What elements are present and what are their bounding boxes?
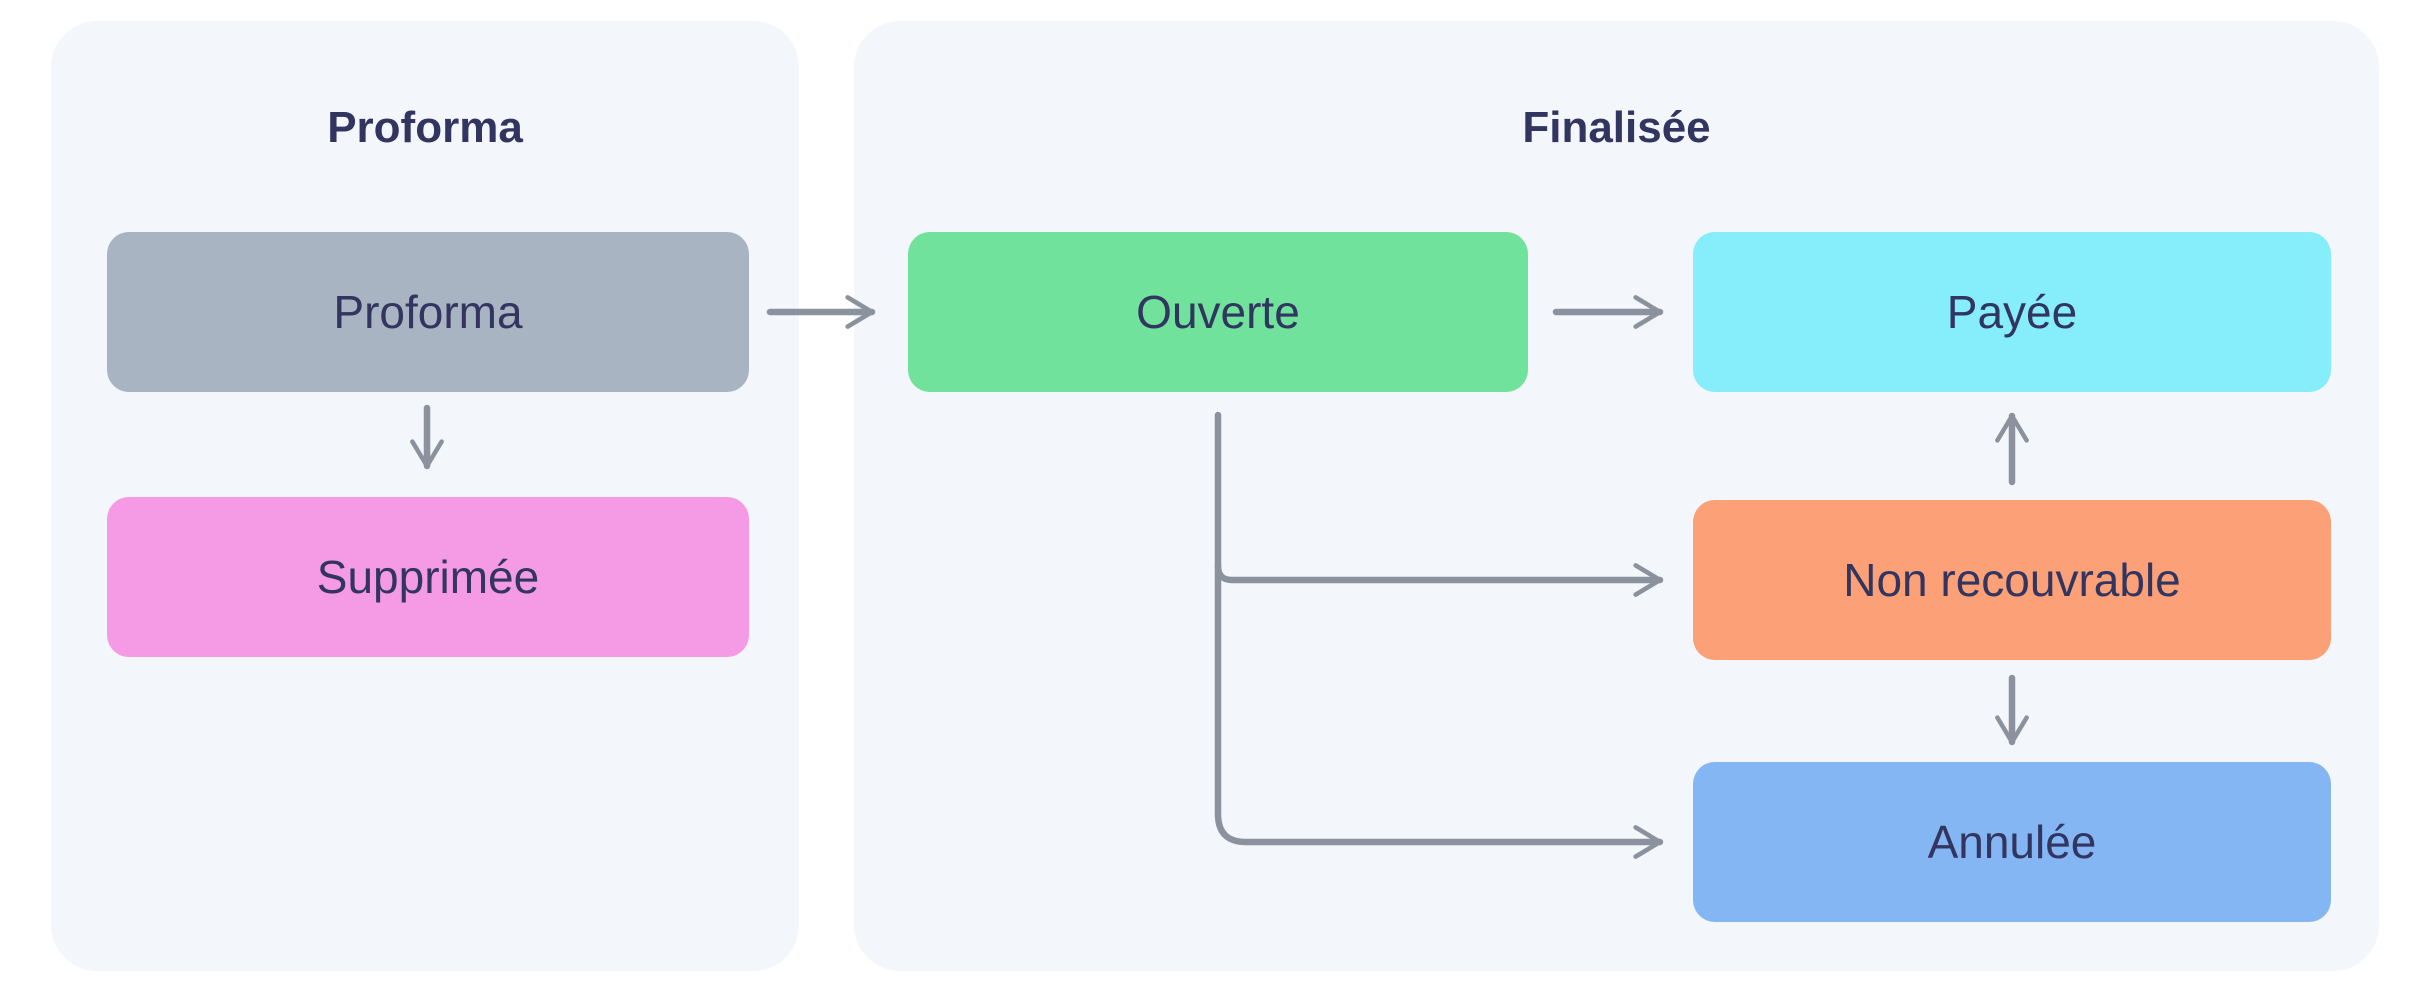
node-payee: Payée [1693,232,2331,392]
node-supprimee: Supprimée [107,497,749,657]
node-ouverte-label: Ouverte [1136,286,1300,338]
node-proforma: Proforma [107,232,749,392]
panel-title-finalisee: Finalisée [1522,103,1711,152]
node-proforma-label: Proforma [333,286,523,338]
panel-title-proforma: Proforma [327,103,523,152]
node-payee-label: Payée [1946,286,2078,338]
node-supprimee-label: Supprimée [316,551,540,603]
node-annulee-label: Annulée [1927,816,2097,868]
panel-proforma [51,21,799,971]
node-annulee: Annulée [1693,762,2331,922]
node-non-recouvrable: Non recouvrable [1693,500,2331,660]
node-non-recouvrable-label: Non recouvrable [1843,554,2181,606]
node-ouverte: Ouverte [908,232,1528,392]
